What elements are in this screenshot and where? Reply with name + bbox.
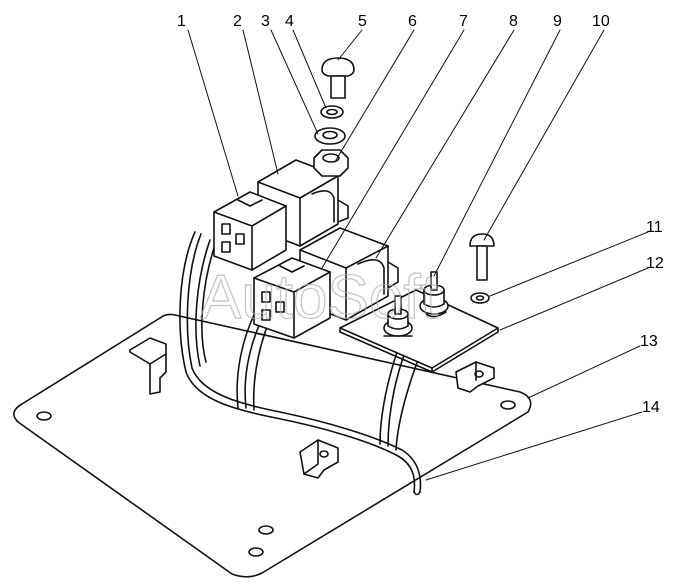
spring-washer-4 (320, 105, 344, 119)
callout-11: 11 (646, 219, 663, 236)
flat-washer-3 (314, 127, 346, 145)
callout-1: 1 (177, 13, 186, 30)
base-plate (13, 313, 532, 578)
watermark-text: AutoSoft (200, 263, 438, 332)
relay-lower-connector (253, 257, 331, 339)
bracket-right (455, 361, 495, 393)
callout-9: 9 (553, 13, 562, 30)
screw-10 (469, 233, 495, 281)
terminal-post-front (383, 295, 413, 337)
callout-8: 8 (509, 13, 518, 30)
leader-lines (187, 29, 649, 481)
nut-6 (313, 149, 349, 177)
callout-3: 3 (261, 13, 270, 30)
mounting-board (339, 289, 499, 373)
callout-4: 4 (285, 13, 294, 30)
callout-labels: 1 2 3 4 5 6 7 8 9 10 11 12 13 14 (177, 13, 664, 416)
callout-13: 13 (640, 333, 658, 350)
terminal-post-rear (419, 271, 449, 318)
washer-11 (470, 292, 490, 304)
callout-5: 5 (358, 13, 367, 30)
bolt-5 (321, 57, 355, 99)
callout-6: 6 (408, 13, 417, 30)
bracket-middle (299, 439, 339, 479)
callout-2: 2 (233, 13, 242, 30)
callout-14: 14 (642, 399, 660, 416)
bracket-left (129, 337, 167, 395)
callout-12: 12 (646, 255, 664, 272)
callout-7: 7 (459, 13, 468, 30)
callout-10: 10 (592, 13, 610, 30)
relay-upper-connector (213, 191, 287, 271)
